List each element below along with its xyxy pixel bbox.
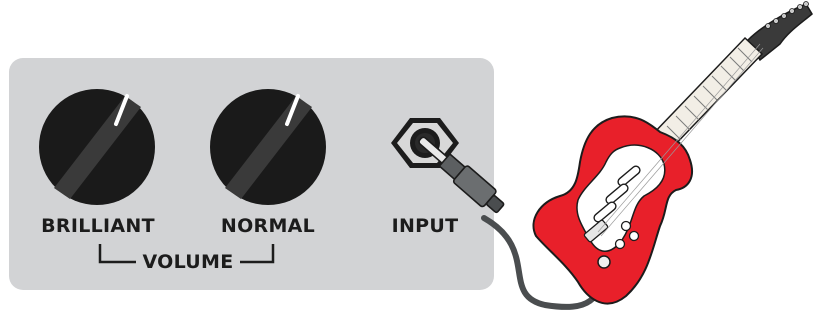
volume-group-label: VOLUME [142,251,233,273]
volume-knob-icon[interactable] [210,89,326,205]
volume-knob-icon[interactable] [39,89,155,205]
input-label: INPUT [392,215,459,237]
instrument-plug-icon[interactable] [413,131,507,217]
electric-guitar-icon [532,1,813,305]
knob-label-normal: NORMAL [221,215,315,237]
volume-bracket [98,244,275,264]
knob-label-brilliant: BRILLIANT [41,215,155,237]
